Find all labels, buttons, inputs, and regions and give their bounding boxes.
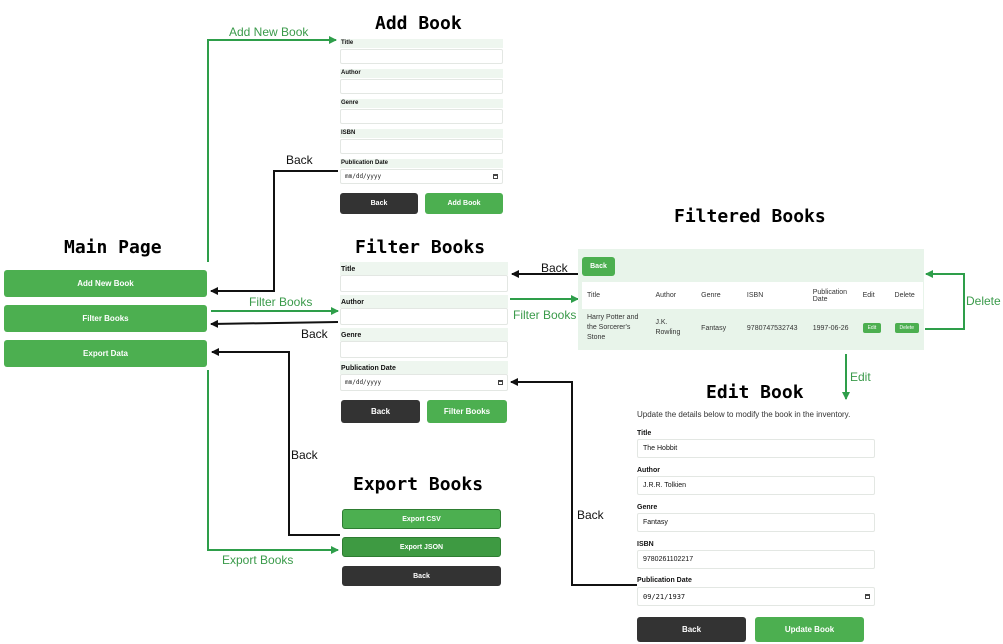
edit-title-label: Title <box>637 430 652 437</box>
edit-date-value: 09/21/1937 <box>643 592 686 601</box>
add-genre-input[interactable] <box>340 109 503 124</box>
filter-date-label: Publication Date <box>341 365 396 372</box>
main-page-title: Main Page <box>64 237 162 258</box>
edit-author-label: Author <box>637 467 660 474</box>
edit-title-input[interactable]: The Hobbit <box>637 439 875 458</box>
filter-author-label: Author <box>341 299 364 306</box>
cell-delete: Delete <box>891 309 923 347</box>
export-data-button[interactable]: Export Data <box>4 340 207 367</box>
row-delete-button[interactable]: Delete <box>894 323 919 333</box>
filter-date-input[interactable]: mm/dd/yyyy <box>340 374 508 391</box>
add-isbn-input[interactable] <box>340 139 503 154</box>
add-genre-label: Genre <box>341 100 359 106</box>
filter-author-input[interactable] <box>340 308 508 325</box>
edit-genre-label: Genre <box>637 504 658 511</box>
header-isbn: ISBN <box>746 292 764 299</box>
header-genre: Genre <box>701 292 721 299</box>
edit-back-button[interactable]: Back <box>637 617 746 642</box>
calendar-icon[interactable] <box>498 379 503 385</box>
header-delete: Delete <box>894 292 915 299</box>
filter-books-button[interactable]: Filter Books <box>4 305 207 332</box>
row-edit-button[interactable]: Edit <box>862 323 882 333</box>
filtered-books-panel: Back Title Author Genre ISBN Publication… <box>578 249 924 350</box>
edit-subtitle: Update the details below to modify the b… <box>637 410 851 419</box>
add-back-button[interactable]: Back <box>340 193 418 214</box>
header-title: Title <box>587 292 600 299</box>
add-date-input[interactable]: mm/dd/yyyy <box>340 169 503 184</box>
add-author-label: Author <box>341 70 361 76</box>
cell-isbn: 9780747532743 <box>746 324 798 332</box>
arrow-label-back-filter: Back <box>301 327 328 341</box>
arrow-label-back-export: Back <box>291 448 318 462</box>
arrow-label-delete: Delete <box>966 294 1001 308</box>
add-book-form: Title Author Genre ISBN Publication Date… <box>340 39 503 215</box>
edit-isbn-label: ISBN <box>637 541 654 548</box>
cell-edit: Edit <box>859 309 891 347</box>
arrow-add-new-book <box>207 36 337 262</box>
update-book-button[interactable]: Update Book <box>755 617 864 642</box>
edit-date-input[interactable]: 09/21/1937 <box>637 587 875 606</box>
arrow-label-edit: Edit <box>850 370 871 384</box>
arrow-delete <box>925 270 965 330</box>
export-back-button[interactable]: Back <box>342 566 501 586</box>
table-row: Harry Potter and the Sorcerer's Stone J.… <box>582 309 923 347</box>
cell-date: 1997-06-26 <box>812 324 849 332</box>
filter-books-submit-button[interactable]: Filter Books <box>427 400 507 423</box>
arrow-back-edit <box>510 378 637 586</box>
add-title-label: Title <box>341 40 354 46</box>
filter-back-button[interactable]: Back <box>341 400 420 423</box>
export-csv-button[interactable]: Export CSV <box>342 509 501 529</box>
add-date-placeholder: mm/dd/yyyy <box>345 173 382 180</box>
calendar-icon[interactable] <box>865 593 870 599</box>
edit-date-label: Publication Date <box>637 577 692 584</box>
filter-genre-label: Genre <box>341 332 362 339</box>
add-new-book-button[interactable]: Add New Book <box>4 270 207 297</box>
cell-title: Harry Potter and the Sorcerer's Stone <box>587 314 639 341</box>
arrow-label-filter-books-right: Filter Books <box>513 308 577 322</box>
filtered-back-button[interactable]: Back <box>582 257 615 276</box>
filtered-books-table: Title Author Genre ISBN Publication Date… <box>582 282 923 347</box>
header-edit: Edit <box>862 292 875 299</box>
filter-date-placeholder: mm/dd/yyyy <box>345 379 382 386</box>
arrow-back-filter <box>210 319 339 328</box>
header-author: Author <box>655 292 677 299</box>
arrow-export-books <box>207 370 339 554</box>
filter-title-input[interactable] <box>340 275 508 292</box>
arrow-back-export <box>211 348 340 536</box>
export-books-title: Export Books <box>353 474 484 495</box>
table-header-row: Title Author Genre ISBN Publication Date… <box>582 282 923 309</box>
cell-author: J.K. Rowling <box>655 319 681 336</box>
add-date-label: Publication Date <box>341 160 389 166</box>
add-isbn-label: ISBN <box>341 130 356 136</box>
edit-book-title: Edit Book <box>706 382 804 403</box>
edit-isbn-input[interactable]: 9780261102217 <box>637 550 875 569</box>
filter-title-label: Title <box>341 266 356 273</box>
arrow-label-export-books: Export Books <box>222 553 294 567</box>
edit-genre-input[interactable]: Fantasy <box>637 513 875 532</box>
filter-genre-input[interactable] <box>340 341 508 358</box>
edit-author-input[interactable]: J.R.R. Tolkien <box>637 476 875 495</box>
cell-genre: Fantasy <box>701 324 727 332</box>
add-author-input[interactable] <box>340 79 503 94</box>
edit-book-form: Title The Hobbit Author J.R.R. Tolkien G… <box>637 428 877 643</box>
add-book-title: Add Book <box>375 13 462 34</box>
header-publication-date: Publication Date <box>812 288 847 303</box>
filtered-books-title: Filtered Books <box>674 206 826 227</box>
add-title-input[interactable] <box>340 49 503 64</box>
filter-books-form: Title Author Genre Publication Date mm/d… <box>340 262 508 424</box>
calendar-icon[interactable] <box>493 173 498 179</box>
export-json-button[interactable]: Export JSON <box>342 537 501 557</box>
arrow-label-back-filtered: Back <box>541 261 568 275</box>
arrow-label-filter-books-left: Filter Books <box>249 295 313 309</box>
arrow-back-add <box>210 170 338 295</box>
filter-books-title: Filter Books <box>355 237 486 258</box>
arrow-label-add-new-book: Add New Book <box>229 25 309 39</box>
arrow-label-back-edit: Back <box>577 508 604 522</box>
add-book-submit-button[interactable]: Add Book <box>425 193 503 214</box>
arrow-label-back-add: Back <box>286 153 313 167</box>
